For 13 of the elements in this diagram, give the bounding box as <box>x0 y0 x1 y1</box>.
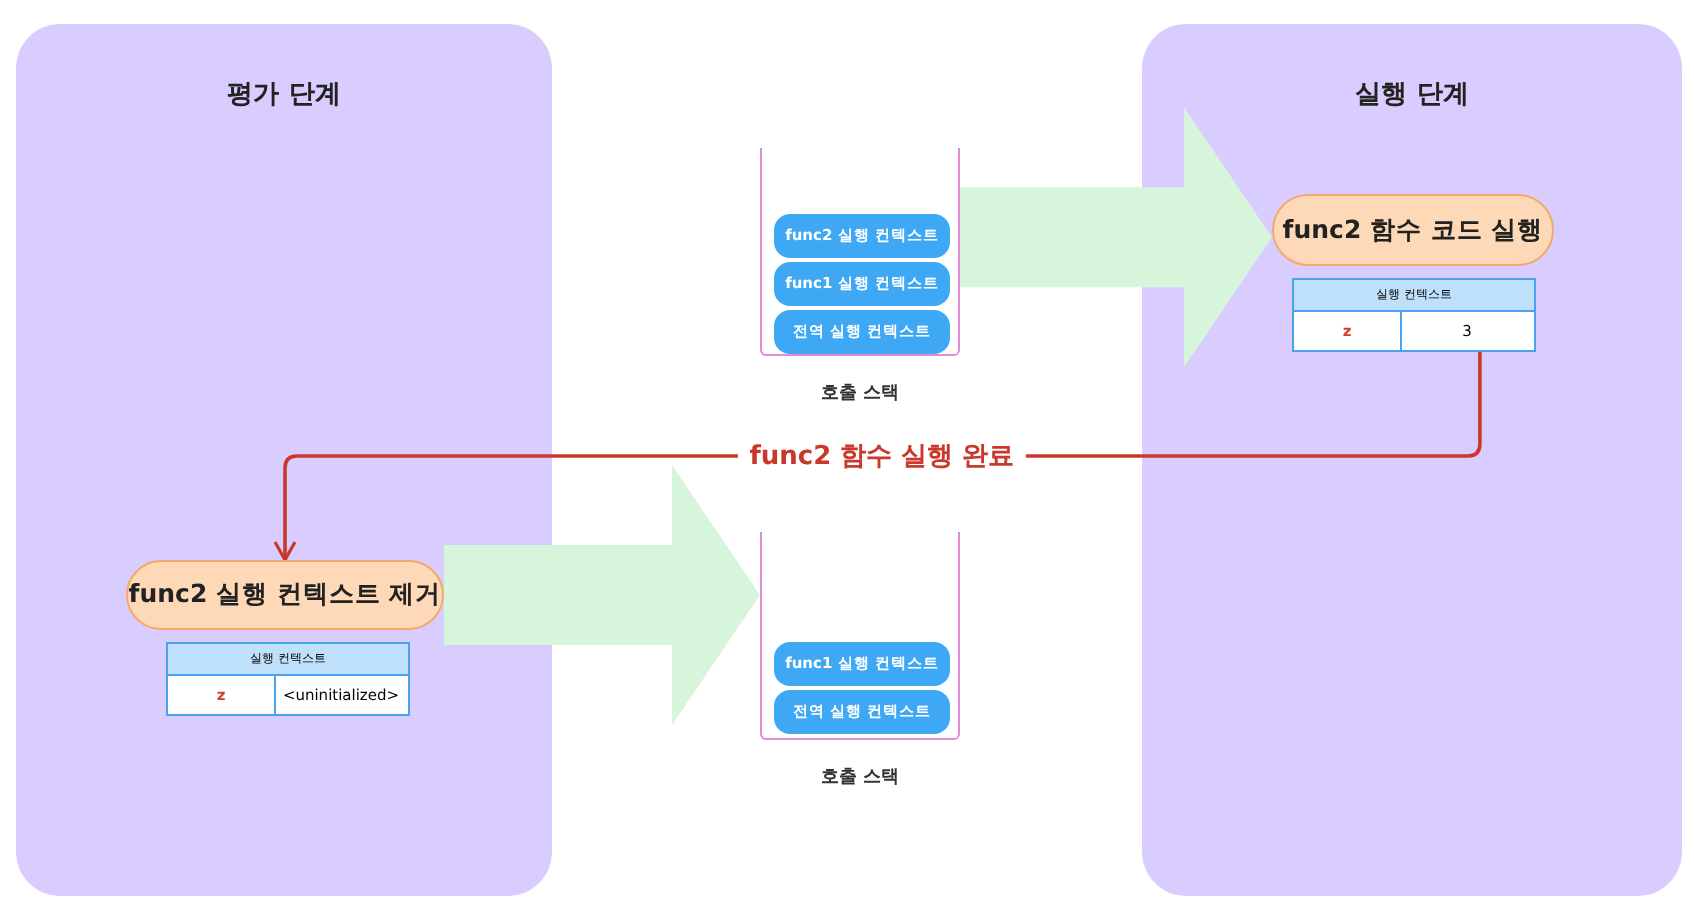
stage-panel <box>16 24 552 896</box>
step-label: func2 함수 코드 실행 <box>1272 194 1554 266</box>
stage-panel <box>1142 24 1682 896</box>
step-label: func2 실행 컨텍스트 제거 <box>126 560 444 630</box>
context-table <box>166 642 410 716</box>
edge-label: func2 함수 실행 완료 <box>737 438 1027 474</box>
stage-title: 실행 단계 <box>1353 78 1471 112</box>
stack-caption: 호출 스택 <box>818 765 902 790</box>
context-table <box>1292 278 1536 352</box>
flow-arrow <box>960 107 1272 368</box>
stage-title: 평가 단계 <box>225 78 343 112</box>
stack-caption: 호출 스택 <box>818 381 902 406</box>
flow-arrow <box>444 465 760 725</box>
